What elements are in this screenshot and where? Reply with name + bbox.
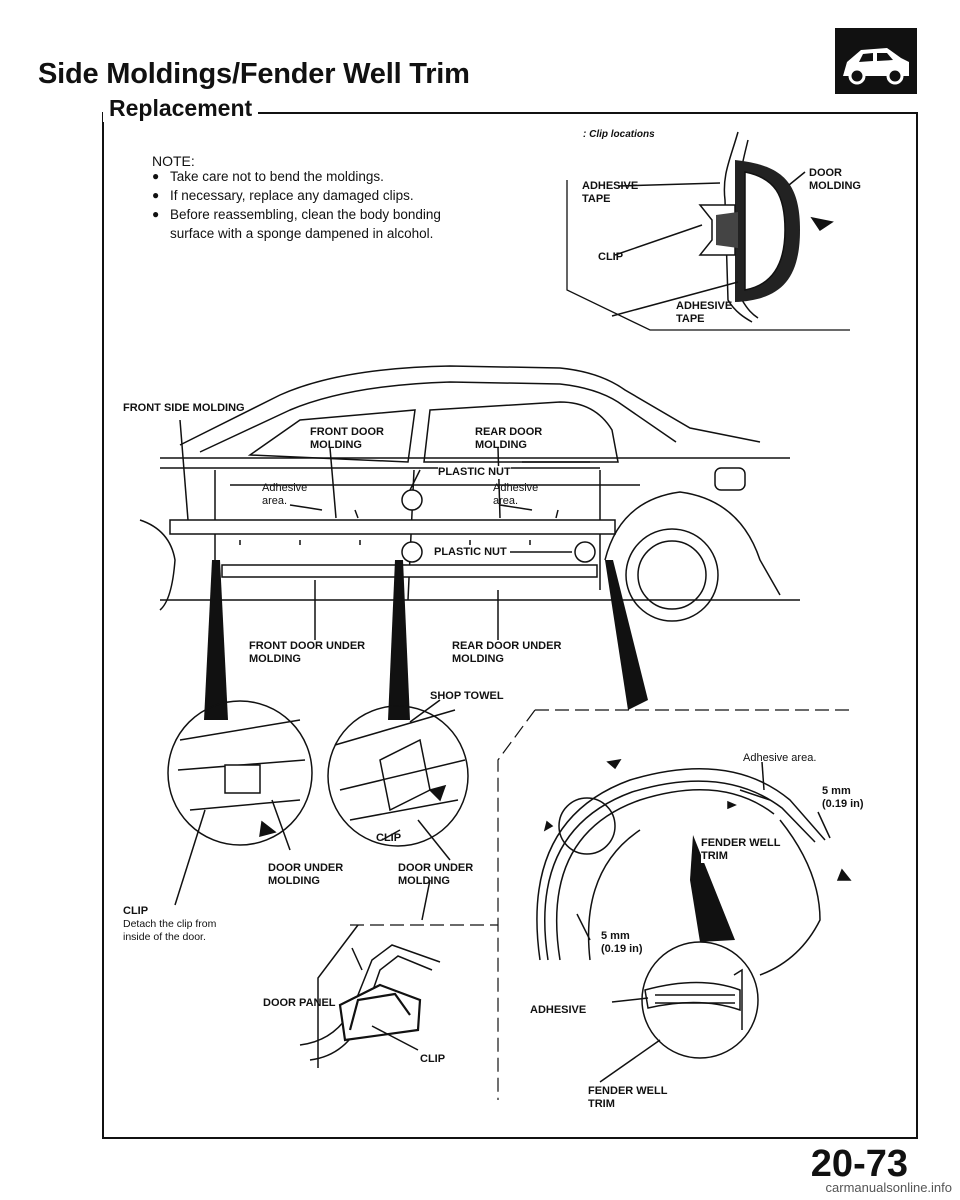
- door-under-molding-label: DOOR UNDER MOLDING: [268, 862, 344, 887]
- page-title: Side Moldings/Fender Well Trim: [38, 58, 470, 90]
- dimension-label: 5 mm (0.19 in): [822, 785, 864, 810]
- car-section-icon: [835, 28, 917, 94]
- clip-label: CLIP: [123, 905, 149, 917]
- fender-well-trim-label: FENDER WELL TRIM: [701, 837, 781, 863]
- replacement-frame: [102, 112, 918, 1139]
- clip-instruction: Detach the clip from inside of the door.: [123, 918, 217, 943]
- pointer-wedges: [204, 560, 648, 720]
- clip-label: CLIP: [376, 832, 402, 844]
- rear-door-molding-label: REAR DOOR MOLDING: [475, 426, 543, 451]
- rear-door-under-molding-label: REAR DOOR UNDER MOLDING: [452, 640, 562, 665]
- clip-label: CLIP: [598, 251, 624, 263]
- note-list: Take care not to bend the moldings. If n…: [152, 167, 472, 243]
- front-door-under-molding-label: FRONT DOOR UNDER MOLDING: [249, 640, 366, 665]
- door-panel-clip-section: [299, 879, 498, 1068]
- note-heading: NOTE:: [152, 153, 195, 169]
- adhesive-area-label: Adhesive area.: [262, 482, 308, 507]
- front-door-molding-label: FRONT DOOR MOLDING: [310, 426, 384, 451]
- car-side-view: [139, 365, 800, 640]
- shop-towel-label: SHOP TOWEL: [430, 690, 504, 702]
- door-molding-clip-section: [566, 131, 850, 331]
- note-item: Before reassembling, clean the body bond…: [152, 205, 472, 243]
- adhesive-label: ADHESIVE: [530, 1004, 587, 1016]
- note-item: If necessary, replace any damaged clips.: [152, 186, 472, 205]
- door-molding-label: DOOR MOLDING: [809, 167, 861, 192]
- note-item: Take care not to bend the moldings.: [152, 167, 472, 186]
- adhesive-area-label: Adhesive area.: [743, 752, 817, 764]
- watermark-text: carmanualsonline.info: [825, 1180, 952, 1195]
- adhesive-tape-label: ADHESIVE TAPE: [676, 300, 733, 325]
- section-title: Replacement: [103, 95, 259, 122]
- clip-detail-circle: [167, 700, 313, 906]
- plastic-nut-label: PLASTIC NUT: [434, 546, 507, 558]
- plastic-nut-label: PLASTIC NUT: [438, 466, 511, 479]
- dimension-label: 5 mm (0.19 in): [601, 930, 643, 955]
- clip-locations-legend: : Clip locations: [583, 129, 655, 140]
- door-panel-label: DOOR PANEL: [263, 997, 336, 1009]
- page-number: 20-73: [810, 1143, 908, 1185]
- fender-well-trim-label: FENDER WELL TRIM: [588, 1085, 668, 1110]
- adhesive-tape-label: ADHESIVE TAPE: [582, 180, 639, 205]
- front-side-molding-label: FRONT SIDE MOLDING: [123, 402, 245, 414]
- clip-label: CLIP: [420, 1053, 446, 1065]
- fender-trim-diagram: [497, 709, 852, 1100]
- shop-towel-circle: [327, 699, 469, 861]
- door-under-molding-label: DOOR UNDER MOLDING: [398, 862, 474, 887]
- adhesive-area-label: Adhesive area.: [493, 482, 539, 507]
